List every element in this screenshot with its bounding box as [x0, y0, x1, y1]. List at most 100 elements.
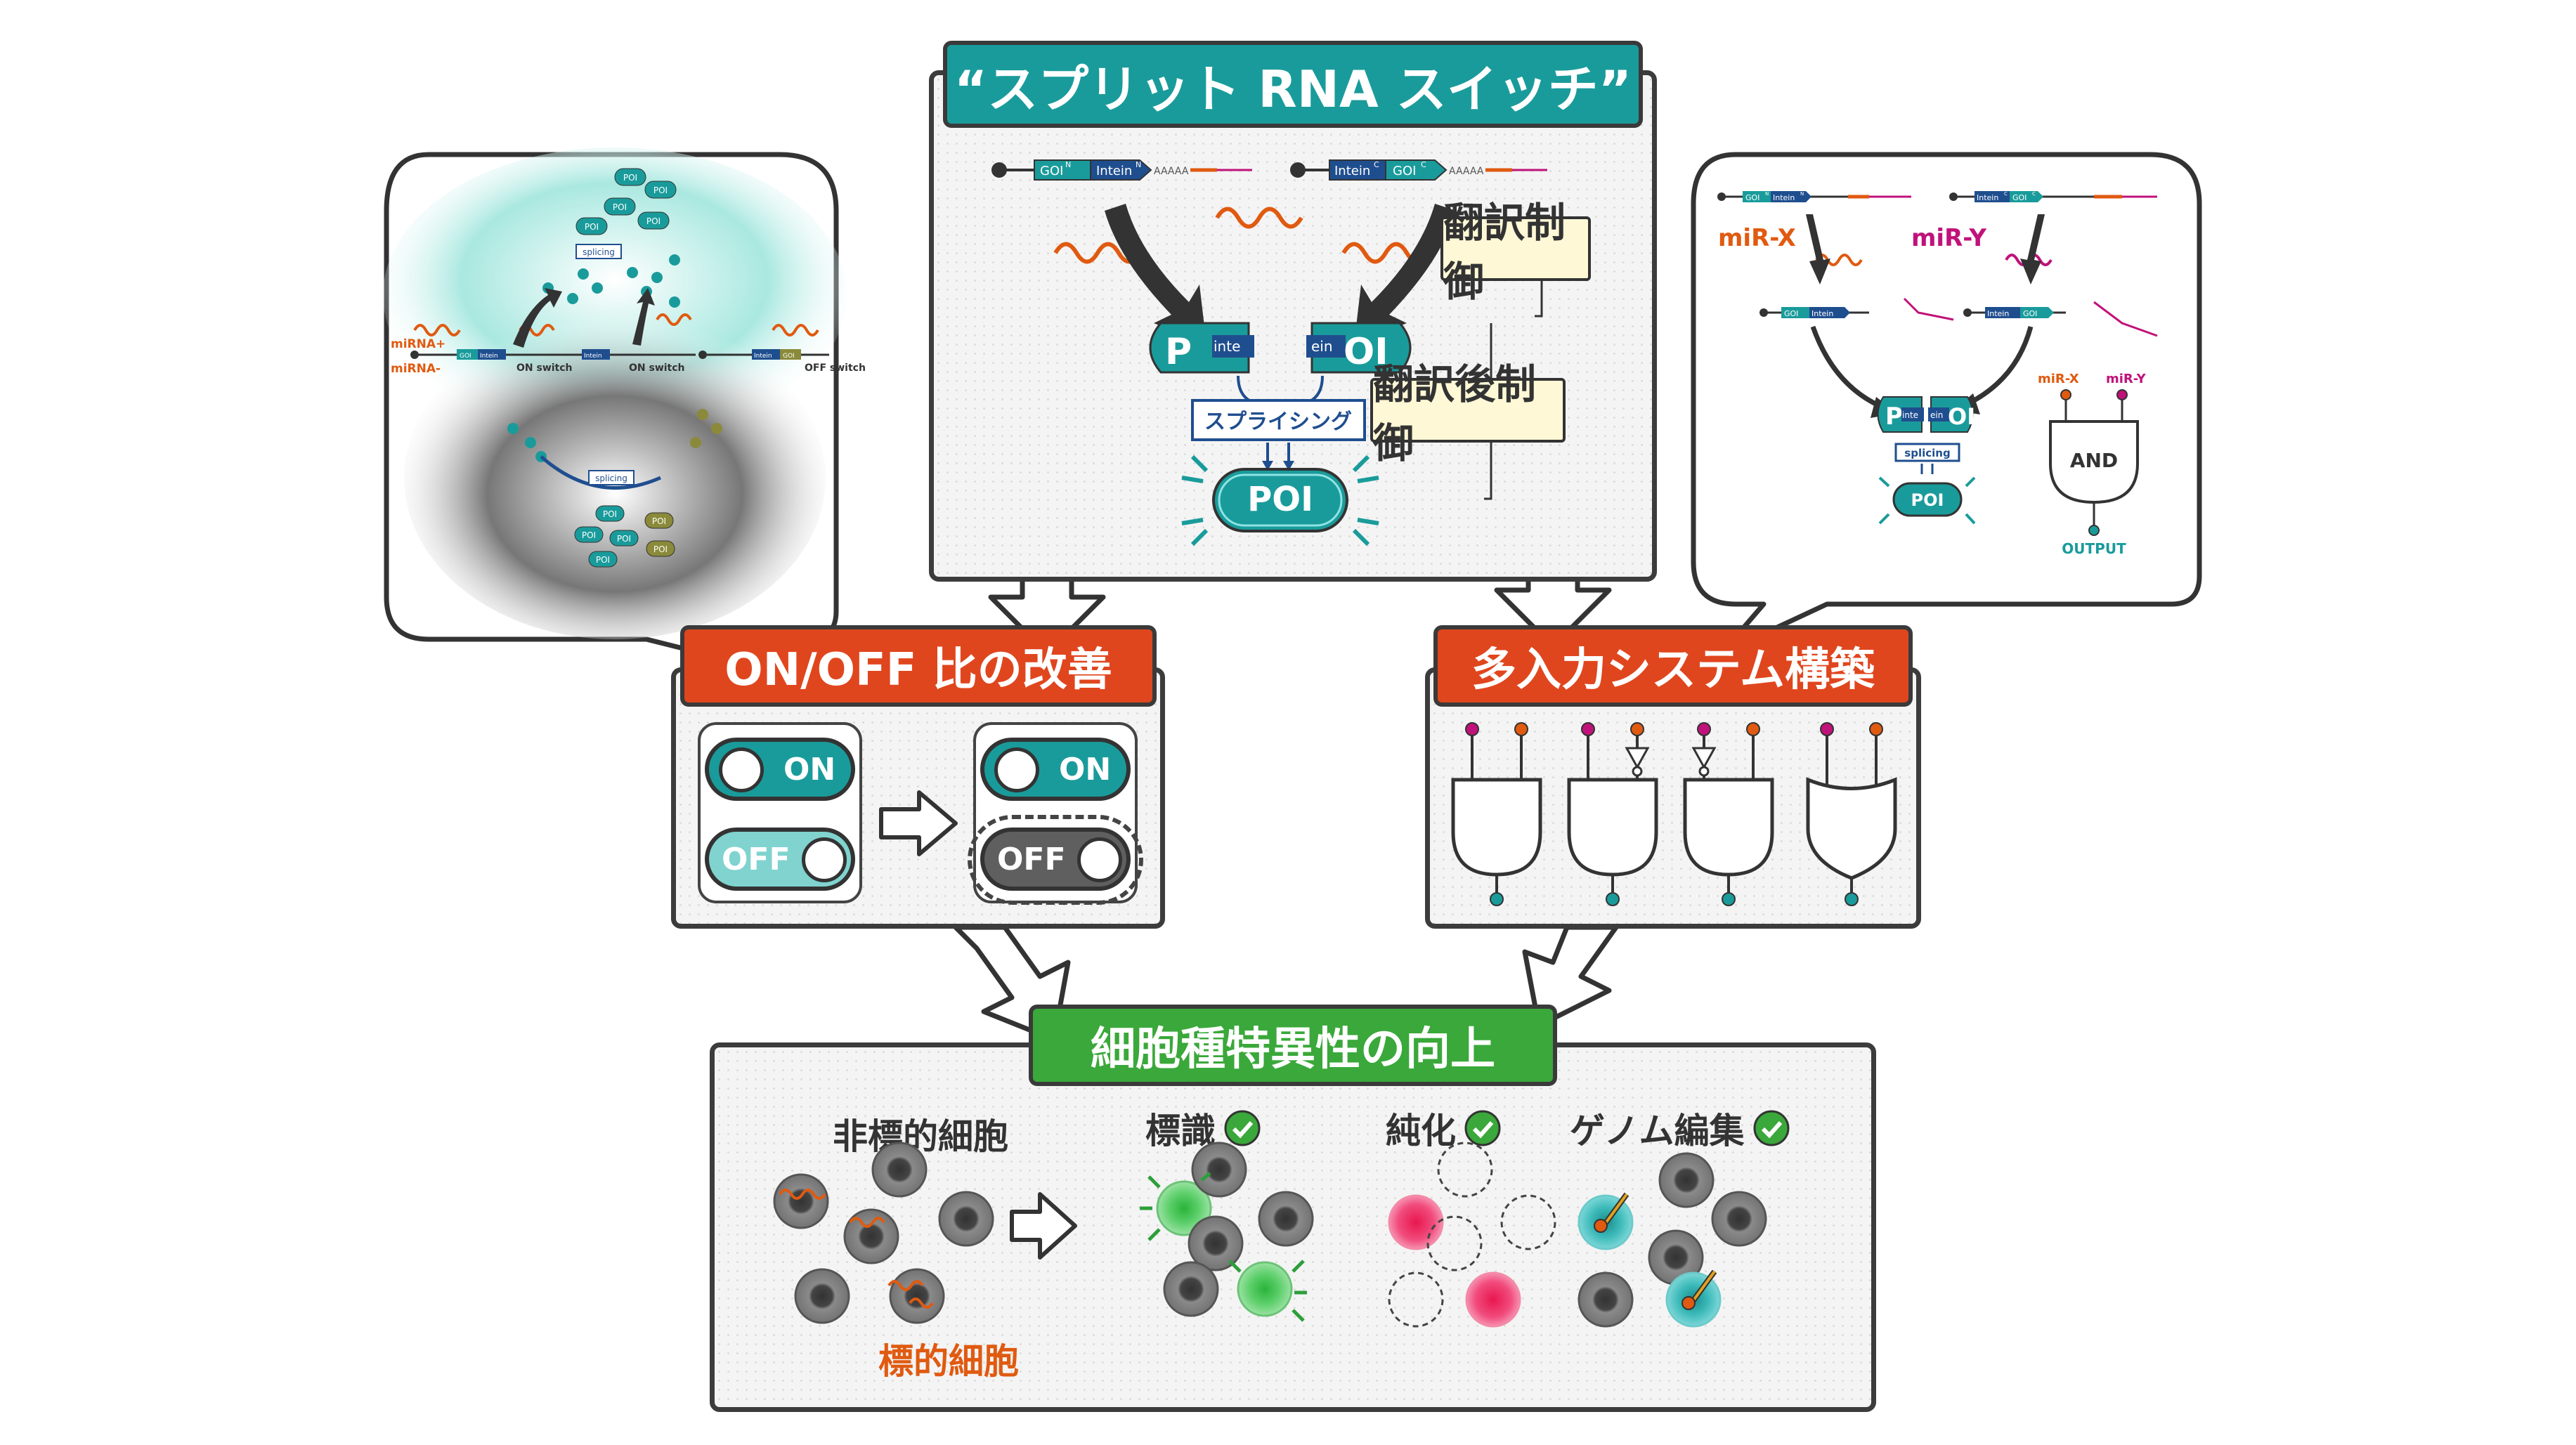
scissors-icon	[1594, 1192, 1629, 1233]
right-construct-x: GOI N Intein N	[1717, 191, 1911, 202]
svg-text:ON switch: ON switch	[629, 362, 685, 374]
svg-text:miR-Y: miR-Y	[1911, 224, 1986, 252]
left-speech-bubble: POI POI POI POI POI splicing GOI Intein …	[383, 148, 866, 681]
svg-text:ON switch: ON switch	[516, 362, 573, 374]
cell	[773, 1173, 829, 1229]
svg-text:N: N	[1765, 191, 1769, 197]
cell	[871, 1142, 928, 1198]
right-split-halves: P inte ein OI	[1877, 396, 1975, 433]
check-icon	[1224, 1110, 1261, 1146]
toggle-knob	[994, 747, 1039, 792]
toggle-off-after[interactable]: OFF	[980, 828, 1131, 891]
cell	[1258, 1191, 1314, 1247]
scissors-icon	[1681, 1269, 1717, 1310]
labeling-label: 標識	[1145, 1111, 1216, 1151]
svg-text:OFF switch: OFF switch	[805, 362, 866, 374]
svg-text:AND: AND	[2070, 449, 2118, 472]
svg-text:N: N	[1136, 160, 1141, 169]
svg-text:inte: inte	[1214, 338, 1240, 355]
toggle-off-after-highlight	[968, 815, 1143, 905]
cell-empty	[1388, 1271, 1444, 1328]
fragments-bottom-olive	[690, 409, 722, 448]
toggle-off-before[interactable]: OFF	[705, 828, 855, 891]
labeling-sparkles	[1140, 1172, 1307, 1322]
arrow-right-down	[1354, 204, 1456, 344]
check-icon	[1464, 1110, 1501, 1146]
svg-text:GOI: GOI	[1393, 164, 1416, 178]
gate-and-1	[1451, 722, 1542, 906]
post-translation-control-tag: 翻訳後制御	[1370, 360, 1566, 467]
onoff-improve-arrow	[879, 790, 958, 856]
toggle-on-before[interactable]: ON	[705, 738, 855, 801]
svg-text:Intein: Intein	[1811, 309, 1833, 318]
arrow-up-mid	[632, 288, 655, 346]
svg-text:POI: POI	[617, 534, 631, 544]
right-construct-y: Intein C GOI C	[1949, 191, 2157, 202]
svg-text:Intein: Intein	[754, 353, 772, 360]
svg-text:GOI: GOI	[1745, 193, 1759, 202]
cell-specificity-title: 細胞種特異性の向上	[1029, 1005, 1557, 1086]
cell-empty	[1437, 1142, 1493, 1198]
poi-cluster-top: POI POI POI POI POI	[575, 168, 677, 235]
poi-bottom-1: POI	[595, 505, 625, 522]
cell-target-pink	[1465, 1271, 1521, 1328]
svg-text:miR-X: miR-X	[2038, 372, 2079, 386]
svg-text:splicing: splicing	[595, 473, 627, 483]
svg-text:OUTPUT: OUTPUT	[2062, 540, 2126, 557]
poi-top-4: POI	[637, 211, 670, 230]
cell-specificity-panel	[710, 1042, 1876, 1412]
right-arrow-x	[1806, 214, 1830, 285]
poi-bottom-6: POI	[646, 540, 675, 557]
cell	[843, 1208, 899, 1264]
svg-text:POI: POI	[585, 222, 599, 232]
poi-top-5: POI	[575, 217, 608, 235]
svg-text:miRNA+: miRNA+	[391, 337, 445, 351]
svg-text:ein: ein	[1930, 410, 1943, 420]
translation-bracket	[1535, 274, 1543, 318]
arrow-left-down	[1105, 204, 1206, 344]
svg-text:GOI: GOI	[2012, 193, 2027, 202]
poi-product	[1212, 468, 1348, 532]
poi-bottom-2: POI	[574, 526, 604, 543]
toggle-knob	[802, 837, 847, 882]
svg-text:inte: inte	[1902, 410, 1918, 420]
check-icon	[1753, 1110, 1789, 1146]
svg-text:N: N	[1800, 191, 1804, 197]
translation-control-tag: 翻訳制御	[1440, 199, 1591, 306]
cell-target-pink	[1388, 1194, 1444, 1250]
cells-genome-editing	[1578, 1152, 1767, 1328]
svg-text:GOI: GOI	[1040, 164, 1063, 178]
cell-labeled	[1237, 1261, 1293, 1317]
svg-text:Intein: Intein	[1096, 164, 1132, 178]
svg-text:POI: POI	[653, 544, 668, 554]
svg-text:POI: POI	[653, 185, 668, 195]
svg-text:miRNA-: miRNA-	[391, 362, 441, 376]
toggle-on-after[interactable]: ON	[980, 738, 1131, 801]
split-rna-switch-diagram: GOI N Intein N AAAAA Intein C GOI C AAAA…	[991, 159, 1547, 547]
cell	[1658, 1152, 1715, 1208]
cell	[1711, 1191, 1767, 1247]
cell	[1188, 1215, 1244, 1271]
svg-text:GOI: GOI	[783, 353, 795, 360]
poi-bottom-4: POI	[588, 551, 618, 568]
cell	[794, 1268, 850, 1324]
svg-text:POI: POI	[1247, 480, 1313, 519]
multi-input-panel	[1425, 667, 1921, 929]
cell	[1578, 1271, 1634, 1328]
toggle-knob	[1077, 837, 1122, 882]
splicing-arc-bottom	[540, 455, 662, 490]
toggle-knob	[719, 747, 764, 792]
splicing-box-top	[575, 244, 622, 259]
svg-text:GOI: GOI	[1784, 309, 1798, 318]
cell	[1163, 1261, 1219, 1317]
purification-label: 純化	[1386, 1111, 1456, 1151]
svg-text:splicing: splicing	[583, 247, 615, 257]
splicing-box-bottom	[588, 470, 635, 485]
construct-right-goi	[1385, 159, 1448, 181]
svg-text:AAAAA: AAAAA	[1449, 166, 1484, 177]
poi-top-3: POI	[604, 197, 636, 216]
right-splicing-box	[1894, 443, 1960, 462]
poi-bottom-5: POI	[644, 512, 674, 529]
svg-text:POI: POI	[1911, 490, 1944, 510]
fragments-bottom	[507, 423, 547, 462]
